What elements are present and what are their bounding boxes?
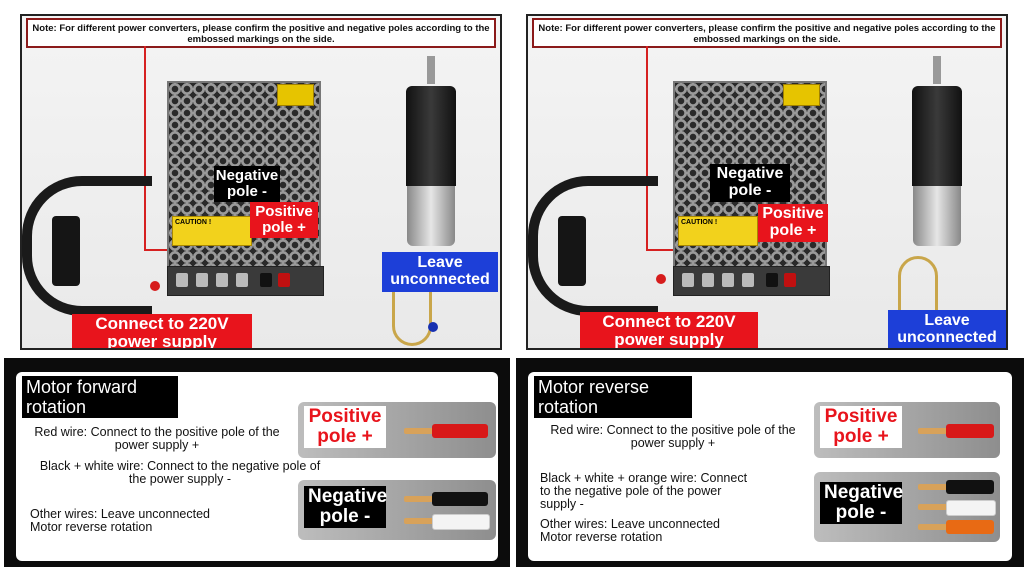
terminal-screw bbox=[278, 273, 290, 287]
red-wire-instruction: Red wire: Connect to the positive pole o… bbox=[550, 423, 796, 450]
terminal-screw bbox=[236, 273, 248, 287]
psu-sticker bbox=[783, 84, 820, 106]
terminal-screw bbox=[722, 273, 734, 287]
note-pointer-line bbox=[646, 46, 648, 251]
wiring-photo-forward: Note: For different power converters, pl… bbox=[20, 14, 502, 350]
copper-strand bbox=[404, 518, 434, 524]
copper-strand bbox=[918, 484, 948, 490]
terminal-block bbox=[167, 266, 324, 296]
power-cord bbox=[22, 176, 152, 316]
terminal-screw bbox=[196, 273, 208, 287]
terminal-screw bbox=[766, 273, 778, 287]
positive-pole-label: Positive pole + bbox=[758, 204, 828, 242]
note-banner: Note: For different power converters, pl… bbox=[26, 18, 496, 48]
terminal-screw bbox=[682, 273, 694, 287]
instruction-card: Motor forward rotation Red wire: Connect… bbox=[16, 372, 498, 561]
positive-wire-chip: Positive pole + bbox=[814, 402, 1000, 458]
negative-pole-label: Negative pole - bbox=[710, 164, 790, 202]
motor-body bbox=[912, 86, 962, 186]
other-wires-instruction: Other wires: Leave unconnected Motor rev… bbox=[30, 507, 210, 534]
black-wire bbox=[946, 480, 994, 494]
terminal-screw bbox=[784, 273, 796, 287]
negative-pole-label: Negative pole - bbox=[214, 166, 280, 202]
terminal-screw bbox=[742, 273, 754, 287]
terminal-screw bbox=[176, 273, 188, 287]
wiring-photo-reverse: Note: For different power converters, pl… bbox=[526, 14, 1008, 350]
note-pointer-line bbox=[144, 46, 146, 251]
motor-shaft bbox=[933, 56, 941, 84]
motor-gearbox bbox=[913, 186, 961, 246]
white-wire bbox=[432, 514, 490, 530]
black-wire-instruction: Black + white wire: Connect to the negat… bbox=[39, 459, 321, 486]
note-pointer-line bbox=[144, 249, 184, 251]
connect-220v-label: Connect to 220V power supply bbox=[72, 314, 252, 348]
panel-title: Motor forward rotation bbox=[22, 376, 178, 418]
copper-strand bbox=[404, 496, 434, 502]
note-banner: Note: For different power converters, pl… bbox=[532, 18, 1002, 48]
negative-wire-chip: Negative pole - bbox=[814, 472, 1000, 542]
positive-pole-label: Positive pole + bbox=[250, 202, 318, 238]
caution-label: CAUTION ! bbox=[172, 216, 252, 246]
motor-shaft bbox=[427, 56, 435, 84]
red-wire bbox=[432, 424, 488, 438]
black-wire bbox=[432, 492, 488, 506]
panel-title: Motor reverse rotation bbox=[534, 376, 692, 418]
terminal-screw bbox=[260, 273, 272, 287]
caution-label: CAUTION ! bbox=[678, 216, 758, 246]
reverse-rotation-panel: Motor reverse rotation Red wire: Connect… bbox=[516, 358, 1024, 567]
power-plug bbox=[558, 216, 586, 286]
psu-sticker bbox=[277, 84, 314, 106]
negative-wire-chip: Negative pole - bbox=[298, 480, 496, 540]
instruction-card: Motor reverse rotation Red wire: Connect… bbox=[528, 372, 1012, 561]
power-cord bbox=[528, 176, 658, 316]
orange-wire bbox=[946, 520, 994, 534]
note-pointer-line bbox=[646, 249, 686, 251]
power-plug bbox=[52, 216, 80, 286]
motor-gearbox bbox=[407, 186, 455, 246]
connection-dot bbox=[656, 274, 666, 284]
connection-dot bbox=[150, 281, 160, 291]
leave-unconnected-label: Leave unconnected bbox=[888, 310, 1006, 348]
negative-pole-tag: Negative pole - bbox=[820, 482, 903, 524]
positive-wire-chip: Positive pole + bbox=[298, 402, 496, 458]
negative-pole-tag: Negative pole - bbox=[304, 486, 387, 528]
forward-rotation-panel: Motor forward rotation Red wire: Connect… bbox=[4, 358, 510, 567]
connection-dot bbox=[428, 322, 438, 332]
black-wire-instruction: Black + white + orange wire: Connect to … bbox=[540, 471, 748, 511]
connect-220v-label: Connect to 220V power supply bbox=[580, 312, 758, 348]
copper-strand bbox=[918, 504, 948, 510]
copper-strand bbox=[404, 428, 434, 434]
positive-pole-tag: Positive pole + bbox=[304, 406, 386, 448]
motor-body bbox=[406, 86, 456, 186]
copper-strand bbox=[918, 524, 948, 530]
leave-unconnected-label: Leave unconnected bbox=[382, 252, 498, 292]
terminal-screw bbox=[216, 273, 228, 287]
red-wire-instruction: Red wire: Connect to the positive pole o… bbox=[34, 425, 280, 452]
red-wire bbox=[946, 424, 994, 438]
terminal-block bbox=[673, 266, 830, 296]
other-wires-instruction: Other wires: Leave unconnected Motor rev… bbox=[540, 517, 720, 544]
copper-strand bbox=[918, 428, 948, 434]
terminal-screw bbox=[702, 273, 714, 287]
white-wire bbox=[946, 500, 996, 516]
positive-pole-tag: Positive pole + bbox=[820, 406, 902, 448]
